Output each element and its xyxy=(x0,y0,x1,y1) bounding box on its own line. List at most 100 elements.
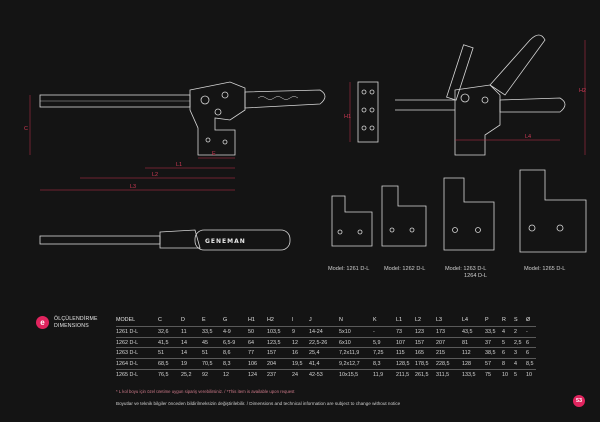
column-header: J xyxy=(309,316,312,323)
table-cell: 228,5 xyxy=(436,358,462,370)
column-header: I xyxy=(292,316,294,323)
table-cell: 3 xyxy=(514,347,526,359)
table-cell: 64 xyxy=(248,336,267,348)
page-number-badge: 53 xyxy=(573,395,585,407)
table-cell: 1263 D-L xyxy=(116,347,158,359)
table-cell: 6 xyxy=(526,336,536,348)
table-cell: 8,3 xyxy=(223,358,248,370)
dim-label-e: E xyxy=(212,151,216,157)
table-cell: 103,5 xyxy=(267,326,292,338)
column-header: L3 xyxy=(436,316,442,323)
table-cell: 14 xyxy=(181,336,202,348)
table-cell: 14 xyxy=(181,347,202,359)
table-cell: 11,9 xyxy=(373,368,396,380)
table-cell: 124 xyxy=(248,368,267,380)
table-cell: 123 xyxy=(415,326,436,338)
table-cell: 9,2x12,7 xyxy=(339,358,373,370)
table-cell: 25,2 xyxy=(181,368,202,380)
table-cell: 165 xyxy=(415,347,436,359)
top-view-drawing xyxy=(39,229,291,251)
table-cell: 8,6 xyxy=(223,347,248,359)
dimension-lines xyxy=(29,40,586,191)
column-header: Ø xyxy=(526,316,531,323)
column-header: L4 xyxy=(462,316,468,323)
column-header: E xyxy=(202,316,206,323)
table-cell: 1265 D-L xyxy=(116,368,158,380)
table-cell: 8,5 xyxy=(526,358,536,370)
dim-label-h2: H2 xyxy=(579,88,586,94)
table-cell: 1264 D-L xyxy=(116,358,158,370)
column-header: H1 xyxy=(248,316,255,323)
table-cell: 204 xyxy=(267,358,292,370)
table-cell: 4 xyxy=(502,326,514,338)
table-cell: 33,5 xyxy=(485,326,502,338)
column-header: R xyxy=(502,316,506,323)
table-cell: 76,5 xyxy=(158,368,181,380)
table-cell: 1261 D-L xyxy=(116,326,158,338)
table-cell: 77 xyxy=(248,347,267,359)
dim-label-c: C xyxy=(24,126,28,132)
column-header: L2 xyxy=(415,316,421,323)
table-cell: 2,5 xyxy=(514,336,526,348)
column-header: C xyxy=(158,316,162,323)
table-cell: 68,5 xyxy=(158,358,181,370)
front-view-drawing xyxy=(357,81,379,143)
base-plate-1262 xyxy=(381,185,427,247)
table-cell: 178,5 xyxy=(415,358,436,370)
column-header: K xyxy=(373,316,377,323)
table-cell: 6,5-9 xyxy=(223,336,248,348)
table-cell: 57 xyxy=(485,358,502,370)
section-title-en: DIMENSIONS xyxy=(54,322,89,329)
table-cell: 7,2x11,9 xyxy=(339,347,373,359)
table-cell: 7,25 xyxy=(373,347,396,359)
table-cell: 5 xyxy=(514,368,526,380)
brand-logo-icon: e xyxy=(36,316,49,329)
table-cell: 10 xyxy=(526,368,536,380)
table-cell: 19,5 xyxy=(292,358,309,370)
table-cell: 73 xyxy=(396,326,415,338)
dim-label-l2: L2 xyxy=(152,172,158,178)
table-cell: 25,4 xyxy=(309,347,339,359)
table-cell: 11 xyxy=(181,326,202,338)
table-cell: 106 xyxy=(248,358,267,370)
table-cell: 107 xyxy=(396,336,415,348)
column-header: G xyxy=(223,316,228,323)
model-caption-1265: Model: 1265 D-L xyxy=(524,266,566,272)
dim-label-l1: L1 xyxy=(176,162,182,168)
table-cell: 128,5 xyxy=(396,358,415,370)
table-cell: 81 xyxy=(462,336,485,348)
column-header: P xyxy=(485,316,489,323)
table-cell: 157 xyxy=(267,347,292,359)
table-cell: 4-9 xyxy=(223,326,248,338)
table-cell: 123,5 xyxy=(267,336,292,348)
table-cell: 43,5 xyxy=(462,326,485,338)
table-cell: 157 xyxy=(415,336,436,348)
table-cell: 173 xyxy=(436,326,462,338)
table-cell: 51 xyxy=(202,347,223,359)
table-cell: 207 xyxy=(436,336,462,348)
column-header: L1 xyxy=(396,316,402,323)
table-cell: 8,3 xyxy=(373,358,396,370)
table-cell: 50 xyxy=(248,326,267,338)
table-cell: 33,5 xyxy=(202,326,223,338)
availability-note: * L kol boyu için özel üretime uygun sip… xyxy=(116,389,295,394)
table-cell: 22,5-26 xyxy=(309,336,339,348)
table-cell: 24 xyxy=(292,368,309,380)
table-cell: 10x15,5 xyxy=(339,368,373,380)
table-cell: 41,4 xyxy=(309,358,339,370)
table-cell: 9 xyxy=(292,326,309,338)
table-cell: 12 xyxy=(223,368,248,380)
table-cell: 215 xyxy=(436,347,462,359)
table-cell: 6 xyxy=(526,347,536,359)
model-caption-1262: Model: 1262 D-L xyxy=(384,266,426,272)
dim-label-l4: L4 xyxy=(525,134,531,140)
handle-brand-text: GENEMAN xyxy=(205,238,246,245)
table-cell: 12 xyxy=(292,336,309,348)
base-plate-1261 xyxy=(331,195,373,247)
open-position-drawing xyxy=(395,34,566,156)
table-cell: 5x10 xyxy=(339,326,373,338)
